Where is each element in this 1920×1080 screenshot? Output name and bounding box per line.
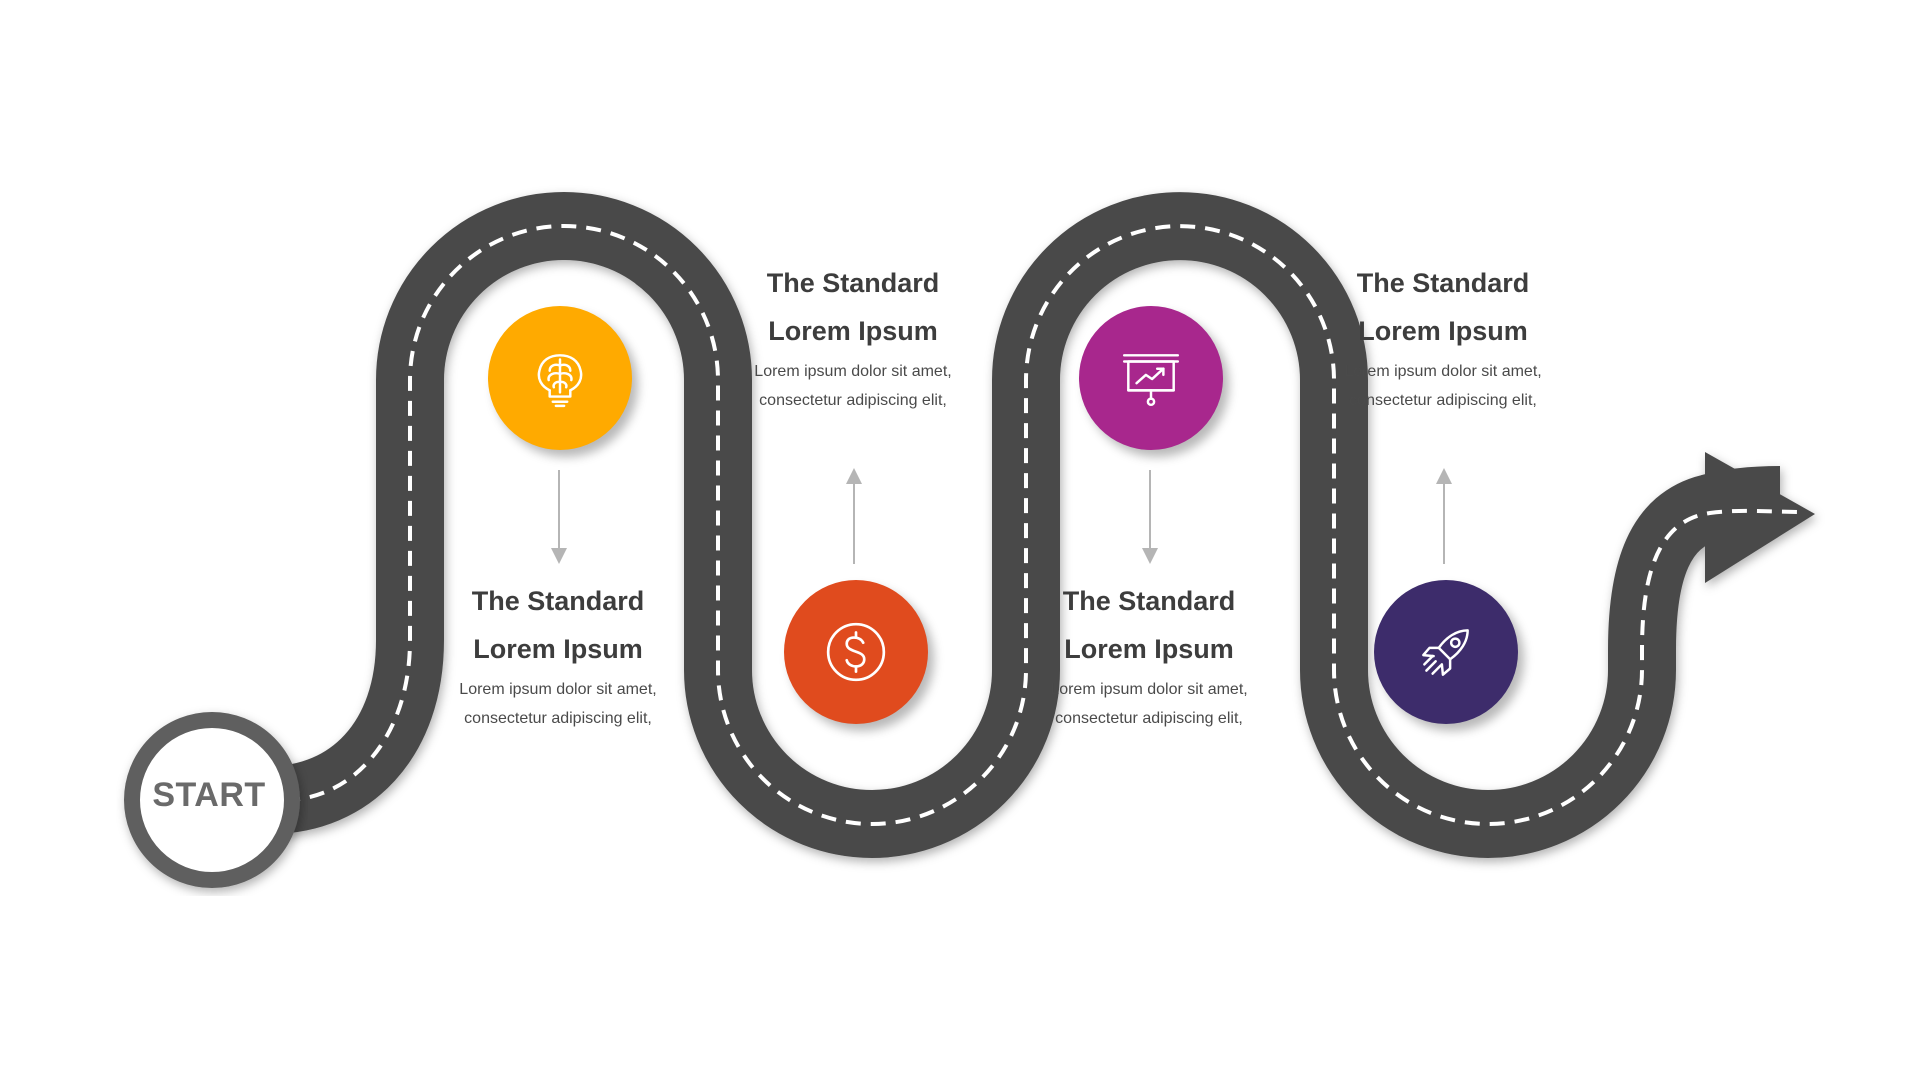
step-1-text: The Standard Lorem Ipsum Lorem ipsum dol… — [438, 577, 678, 733]
step-2-icon-circle — [784, 580, 928, 724]
step-1-title: The Standard Lorem Ipsum — [471, 586, 645, 664]
road-arrowhead — [1705, 452, 1815, 583]
step-4-text: The Standard Lorem Ipsum Lorem ipsum dol… — [1323, 259, 1563, 415]
step-4-icon-circle — [1374, 580, 1518, 724]
step-4-body: Lorem ipsum dolor sit amet, consectetur … — [1344, 363, 1542, 409]
step-2-body: Lorem ipsum dolor sit amet, consectetur … — [754, 363, 952, 409]
step-1-icon-circle — [488, 306, 632, 450]
step-3-text: The Standard Lorem Ipsum Lorem ipsum dol… — [1029, 577, 1269, 733]
brain-bulb-icon — [537, 354, 583, 408]
start-label: START — [152, 776, 266, 814]
step-3-icon-circle — [1079, 306, 1223, 450]
road-center-dashes — [284, 224, 1806, 826]
presentation-chart-icon — [1122, 354, 1180, 407]
step-1-connector-arrow — [551, 470, 567, 564]
step-2-title: The Standard Lorem Ipsum — [766, 268, 940, 346]
step-3-body: Lorem ipsum dolor sit amet, consectetur … — [1050, 681, 1248, 727]
start-ring — [124, 712, 300, 888]
step-3-title: The Standard Lorem Ipsum — [1062, 586, 1236, 664]
dollar-coin-icon — [826, 622, 886, 682]
step-4-title: The Standard Lorem Ipsum — [1356, 268, 1530, 346]
step-2-connector-arrow — [846, 468, 862, 564]
step-4-connector-arrow — [1436, 468, 1452, 564]
step-3-connector-arrow — [1142, 470, 1158, 564]
step-1-body: Lorem ipsum dolor sit amet, consectetur … — [459, 681, 657, 727]
rocket-icon — [1422, 629, 1469, 676]
step-2-text: The Standard Lorem Ipsum Lorem ipsum dol… — [733, 259, 973, 415]
